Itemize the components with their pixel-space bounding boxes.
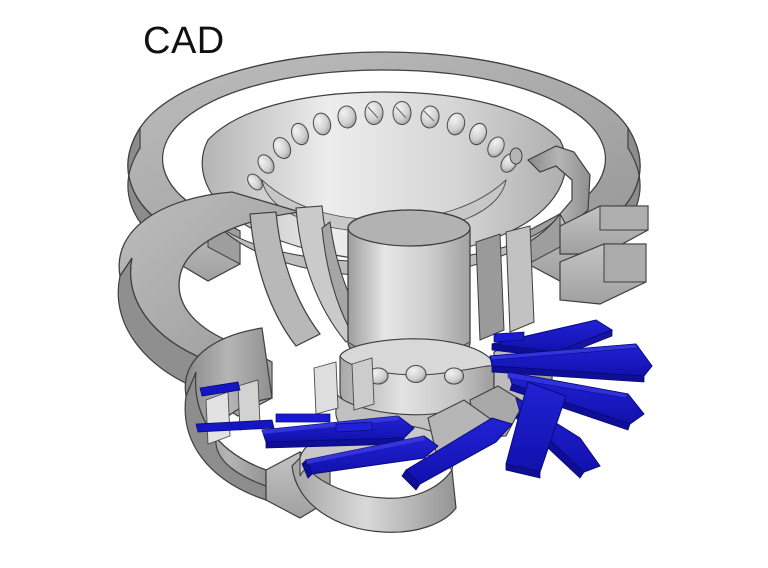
right-bracket-arm — [509, 145, 649, 255]
flow-arrow-group — [195, 319, 653, 491]
flow-arrow-5 — [505, 381, 567, 479]
flow-arrow-2 — [489, 343, 653, 383]
lower-flange-ring — [117, 191, 647, 417]
inner-hub-cylinder — [347, 209, 471, 367]
flow-arrow-10 — [275, 331, 525, 433]
flow-arrow-6 — [401, 417, 513, 491]
flow-arrow-9 — [195, 381, 275, 433]
bolt-hole-circle — [247, 101, 518, 191]
flow-arrow-8 — [301, 435, 439, 479]
page-title: CAD — [143, 20, 225, 62]
